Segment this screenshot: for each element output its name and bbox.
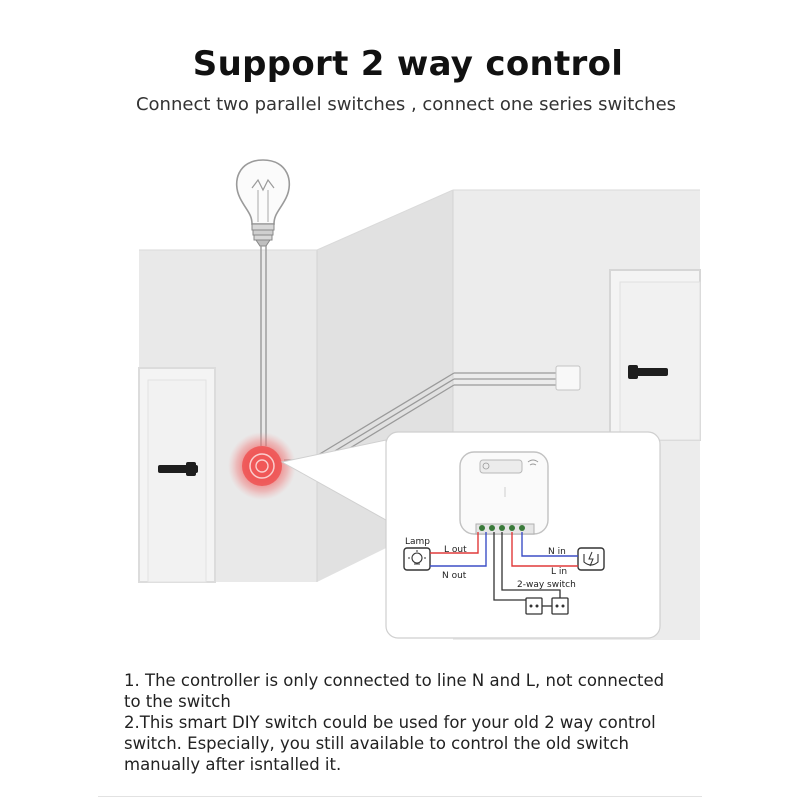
label-l-out: L out bbox=[444, 545, 467, 555]
page-title: Support 2 way control bbox=[192, 44, 624, 84]
label-l-in: L in bbox=[551, 567, 567, 577]
power-source-icon bbox=[577, 547, 605, 571]
wiring-detail-panel: Lamp L out N out N in L in 2-way switch bbox=[385, 431, 661, 639]
note-1: 1. The controller is only connected to l… bbox=[124, 671, 665, 711]
page-subtitle: Connect two parallel switches , connect … bbox=[135, 94, 677, 115]
label-two-way-switch: 2-way switch bbox=[517, 580, 576, 590]
label-n-out: N out bbox=[442, 571, 467, 581]
lamp-symbol-icon bbox=[403, 547, 431, 571]
light-bulb-icon bbox=[235, 159, 291, 247]
smart-controller-icon bbox=[459, 451, 549, 535]
bulb-wires bbox=[260, 246, 267, 446]
instruction-notes: 1. The controller is only connected to l… bbox=[124, 670, 684, 775]
left-door bbox=[138, 367, 216, 583]
wall-switch-icon bbox=[555, 365, 581, 391]
schematic-wires bbox=[430, 532, 578, 607]
controller-location-glow bbox=[228, 432, 296, 500]
note-2: 2.This smart DIY switch could be used fo… bbox=[124, 713, 656, 774]
label-n-in: N in bbox=[548, 547, 566, 557]
bottom-divider bbox=[98, 796, 702, 797]
right-door bbox=[609, 269, 701, 441]
label-lamp: Lamp bbox=[405, 537, 430, 547]
two-way-switch-icon bbox=[525, 597, 569, 615]
